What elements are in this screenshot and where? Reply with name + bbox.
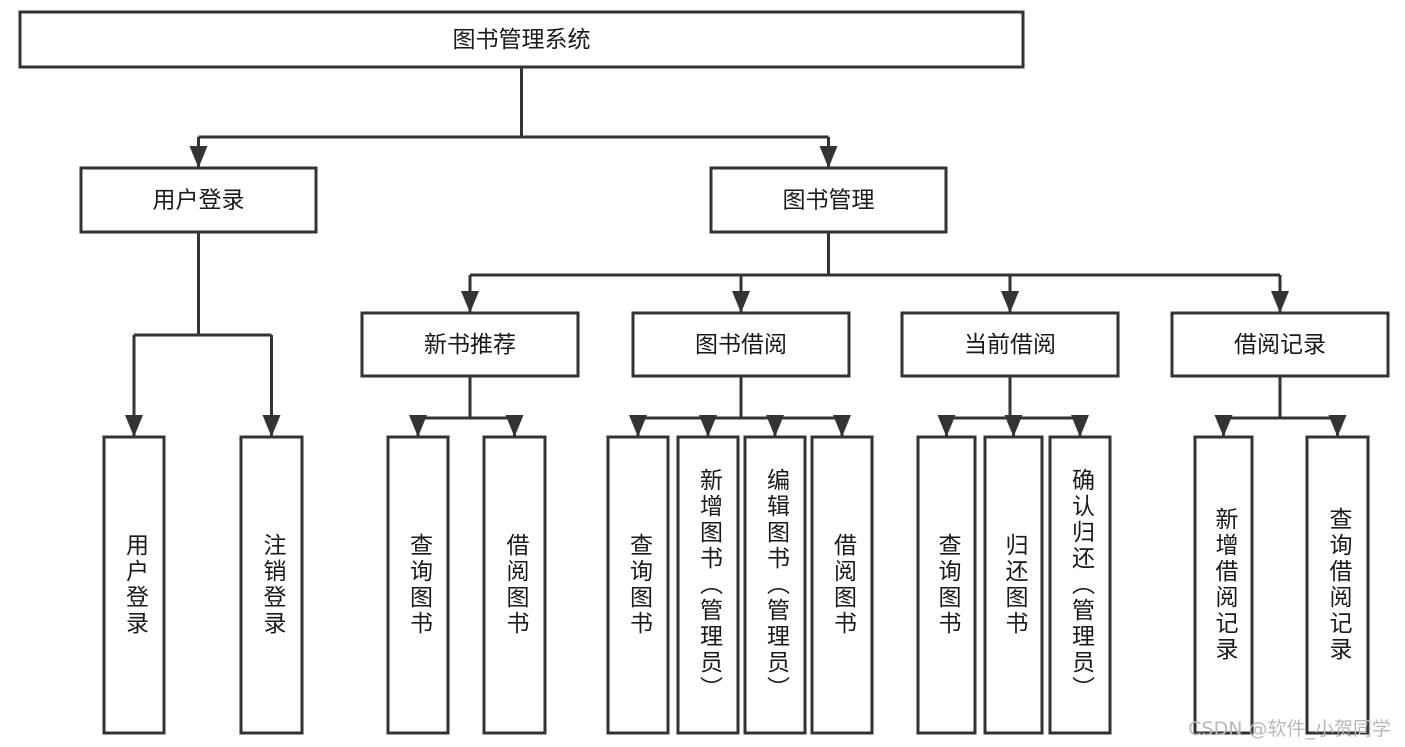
connector-layer bbox=[125, 67, 1347, 437]
node-box-leaf-confirm-return[interactable] bbox=[1048, 435, 1112, 735]
node-box-new-book-recommend[interactable] bbox=[360, 311, 580, 378]
node-label-borrow-record: 借阅记录 bbox=[1234, 332, 1326, 358]
node-box-leaf-add-book[interactable] bbox=[676, 435, 740, 735]
arrowhead-icon-leaf-user-login bbox=[125, 415, 143, 437]
node-label-current-borrow: 当前借阅 bbox=[964, 332, 1056, 358]
arrowhead-icon-book-manage bbox=[819, 146, 838, 168]
arrowhead-icon-current-borrow bbox=[1001, 291, 1019, 313]
node-label-user-login: 用户登录 bbox=[153, 188, 245, 214]
arrowhead-icon-leaf-add-record bbox=[1214, 415, 1233, 437]
node-box-leaf-user-login[interactable] bbox=[102, 435, 166, 735]
arrowhead-icon-new-book-recommend bbox=[461, 291, 479, 313]
node-user-login[interactable]: 用户登录 bbox=[79, 166, 318, 234]
watermark-text: CSDN @软件_小贺同学 bbox=[1188, 718, 1391, 740]
node-leaf-query-record[interactable] bbox=[1305, 435, 1370, 735]
arrowhead-icon-leaf-query-record bbox=[1328, 415, 1347, 437]
node-box-current-borrow[interactable] bbox=[900, 311, 1120, 378]
arrowhead-icon-leaf-edit-book bbox=[766, 415, 784, 437]
node-leaf-user-login[interactable] bbox=[102, 435, 166, 735]
arrowhead-icon-leaf-confirm-return bbox=[1071, 415, 1089, 437]
arrowhead-icon-leaf-borrow-book-2 bbox=[833, 415, 851, 437]
arrowhead-icon-user-login bbox=[189, 146, 208, 168]
arrowhead-icon-borrow-record bbox=[1271, 291, 1289, 313]
arrowhead-icon-leaf-query-book-3 bbox=[937, 415, 956, 437]
node-leaf-borrow-book-2[interactable] bbox=[810, 435, 874, 735]
node-box-leaf-query-book-1[interactable] bbox=[386, 435, 450, 735]
node-box-leaf-query-record[interactable] bbox=[1305, 435, 1370, 735]
node-leaf-add-book[interactable] bbox=[676, 435, 740, 735]
node-leaf-confirm-return[interactable] bbox=[1048, 435, 1112, 735]
node-box-root[interactable] bbox=[18, 10, 1025, 69]
node-leaf-query-book-1[interactable] bbox=[386, 435, 450, 735]
node-box-book-borrow[interactable] bbox=[631, 311, 851, 378]
node-leaf-borrow-book-1[interactable] bbox=[482, 435, 547, 735]
node-root[interactable]: 图书管理系统 bbox=[18, 10, 1025, 69]
node-book-manage[interactable]: 图书管理 bbox=[709, 166, 948, 234]
node-leaf-query-book-2[interactable] bbox=[606, 435, 670, 735]
node-box-leaf-edit-book[interactable] bbox=[743, 435, 807, 735]
node-label-book-manage: 图书管理 bbox=[783, 188, 875, 214]
node-leaf-edit-book[interactable] bbox=[743, 435, 807, 735]
node-leaf-return-book[interactable] bbox=[983, 435, 1044, 735]
arrowhead-icon-book-borrow bbox=[732, 291, 750, 313]
arrowhead-icon-leaf-borrow-book-1 bbox=[505, 415, 524, 437]
node-leaf-query-book-3[interactable] bbox=[916, 435, 977, 735]
node-new-book-recommend[interactable]: 新书推荐 bbox=[360, 311, 580, 378]
node-box-book-manage[interactable] bbox=[709, 166, 948, 234]
node-book-borrow[interactable]: 图书借阅 bbox=[631, 311, 851, 378]
arrowhead-icon-leaf-add-book bbox=[699, 415, 717, 437]
node-leaf-add-record[interactable] bbox=[1193, 435, 1254, 735]
node-box-leaf-query-book-2[interactable] bbox=[606, 435, 670, 735]
node-box-borrow-record[interactable] bbox=[1170, 311, 1390, 378]
node-box-leaf-logout[interactable] bbox=[239, 435, 304, 735]
node-current-borrow[interactable]: 当前借阅 bbox=[900, 311, 1120, 378]
node-borrow-record[interactable]: 借阅记录 bbox=[1170, 311, 1390, 378]
node-box-leaf-add-record[interactable] bbox=[1193, 435, 1254, 735]
node-leaf-logout[interactable] bbox=[239, 435, 304, 735]
arrowhead-icon-leaf-return-book bbox=[1004, 415, 1023, 437]
node-label-new-book-recommend: 新书推荐 bbox=[424, 332, 516, 358]
arrowhead-icon-leaf-query-book-2 bbox=[629, 415, 647, 437]
node-label-root: 图书管理系统 bbox=[453, 27, 591, 53]
node-box-leaf-return-book[interactable] bbox=[983, 435, 1044, 735]
node-box-leaf-borrow-book-2[interactable] bbox=[810, 435, 874, 735]
arrowhead-icon-leaf-query-book-1 bbox=[409, 415, 427, 437]
arrowhead-icon-leaf-logout bbox=[262, 415, 281, 437]
node-box-user-login[interactable] bbox=[79, 166, 318, 234]
node-box-leaf-query-book-3[interactable] bbox=[916, 435, 977, 735]
node-box-leaf-borrow-book-1[interactable] bbox=[482, 435, 547, 735]
node-label-book-borrow: 图书借阅 bbox=[695, 332, 787, 358]
